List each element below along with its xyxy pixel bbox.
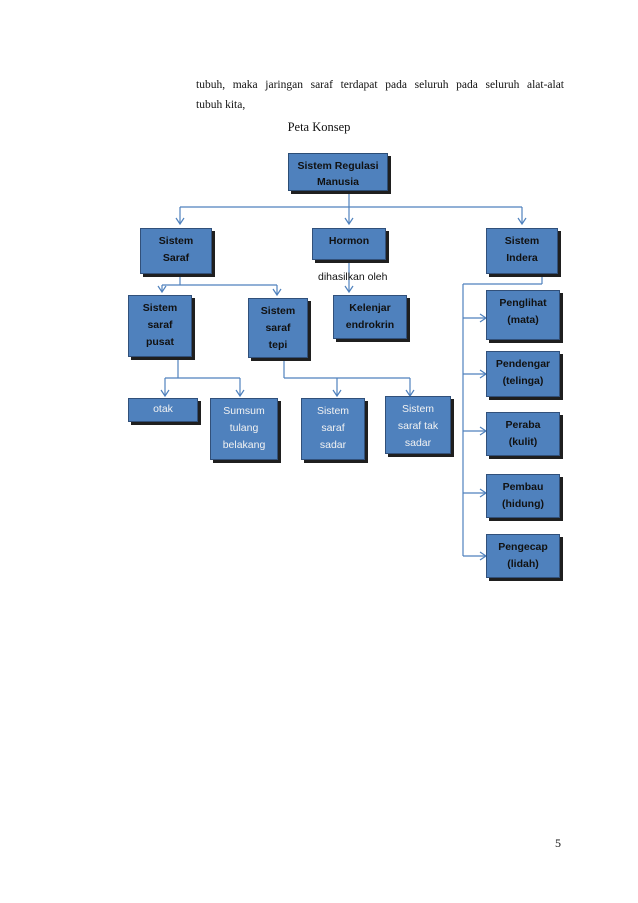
node-sistem-saraf-tak-sadar: Sistem saraf tak sadar — [385, 396, 451, 454]
page-number: 5 — [555, 836, 561, 850]
node-otak: otak — [128, 398, 198, 422]
node-sistem-saraf-tepi: Sistem saraf tepi — [248, 298, 308, 358]
node-pengecap: Pengecap (lidah) — [486, 534, 560, 578]
node-sumsum-tulang-belakang: Sumsum tulang belakang — [210, 398, 278, 460]
paragraph-line-2: tubuh kita, — [196, 99, 246, 111]
node-sistem-saraf: Sistem Saraf — [140, 228, 212, 274]
node-sistem-indera: Sistem Indera — [486, 228, 558, 274]
section-heading: Peta Konsep — [287, 120, 351, 134]
node-hormon: Hormon — [312, 228, 386, 260]
body-paragraph: tubuh, maka jaringan saraf terdapat pada… — [196, 75, 564, 115]
node-penglihat: Penglihat (mata) — [486, 290, 560, 340]
node-sistem-saraf-pusat: Sistem saraf pusat — [128, 295, 192, 357]
node-peraba: Peraba (kulit) — [486, 412, 560, 456]
link-label-dihasilkan-oleh: dihasilkan oleh — [318, 271, 388, 283]
root-node-sistem-regulasi: Sistem Regulasi Manusia — [288, 153, 388, 191]
node-sistem-saraf-sadar: Sistem saraf sadar — [301, 398, 365, 460]
paragraph-line-1: tubuh, maka jaringan saraf terdapat pada… — [196, 79, 564, 91]
node-pembau: Pembau (hidung) — [486, 474, 560, 518]
node-kelenjar-endrokrin: Kelenjar endrokrin — [333, 295, 407, 339]
node-pendengar: Pendengar (telinga) — [486, 351, 560, 397]
